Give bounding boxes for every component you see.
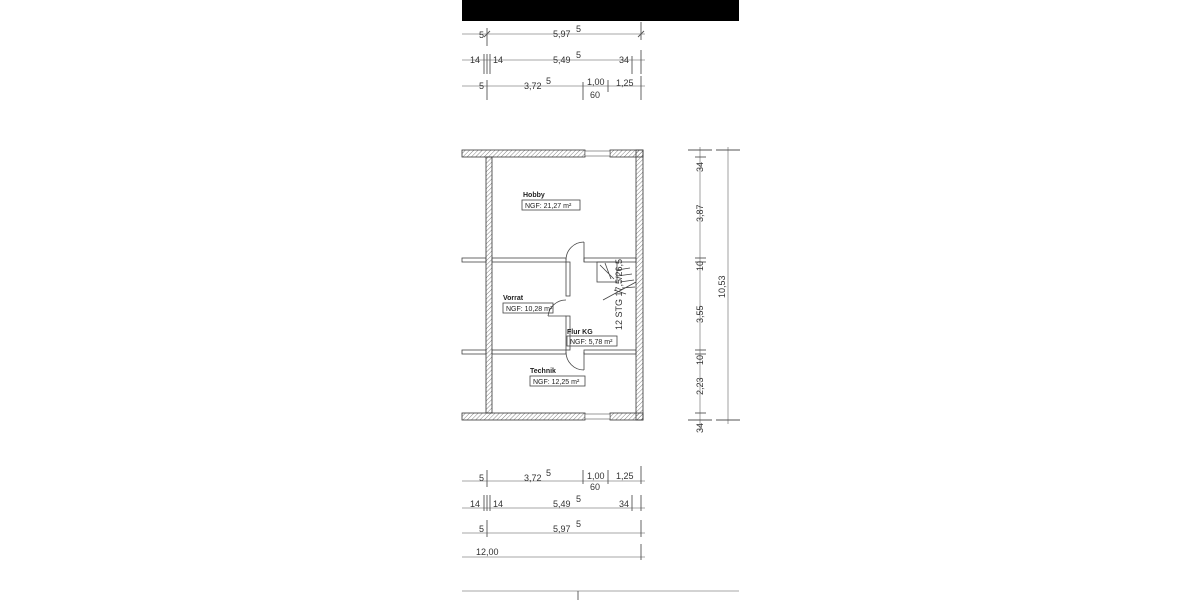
svg-text:NGF: 10,28 m²: NGF: 10,28 m² xyxy=(506,306,553,313)
svg-text:NGF: 12,25 m²: NGF: 12,25 m² xyxy=(533,379,580,386)
svg-text:12,00: 12,00 xyxy=(476,547,499,557)
svg-text:34: 34 xyxy=(619,55,629,65)
svg-text:5: 5 xyxy=(576,494,581,504)
room-vorrat: Vorrat NGF: 10,28 m² xyxy=(502,295,554,314)
section-line xyxy=(462,590,739,600)
svg-text:10: 10 xyxy=(695,261,705,271)
svg-text:5: 5 xyxy=(479,524,484,534)
svg-text:14: 14 xyxy=(470,499,480,509)
svg-text:5: 5 xyxy=(546,76,551,86)
svg-text:2,23: 2,23 xyxy=(695,377,705,395)
svg-text:34: 34 xyxy=(695,423,705,433)
room-hobby: Hobby NGF: 21,27 m² xyxy=(521,192,581,211)
bottom-dimension-row-2: 14 14 5,49 5 34 xyxy=(462,494,645,511)
svg-text:5,97: 5,97 xyxy=(553,29,571,39)
header-bar xyxy=(462,0,739,21)
svg-text:14: 14 xyxy=(470,55,480,65)
svg-text:Vorrat: Vorrat xyxy=(503,295,524,302)
svg-text:5: 5 xyxy=(576,24,581,34)
stair: 12 STG 17,5/26,5 xyxy=(596,259,637,330)
svg-text:10,53: 10,53 xyxy=(717,275,727,298)
bottom-dimension-total: 12,00 xyxy=(462,544,645,560)
svg-text:3,72: 3,72 xyxy=(524,473,542,483)
walls xyxy=(461,149,644,421)
svg-text:3,55: 3,55 xyxy=(695,305,705,323)
window-bottom xyxy=(584,413,611,420)
svg-text:1,25: 1,25 xyxy=(616,78,634,88)
svg-text:3,72: 3,72 xyxy=(524,81,542,91)
svg-text:1,00: 1,00 xyxy=(587,471,605,481)
svg-text:Flur KG: Flur KG xyxy=(567,329,593,336)
room-technik: Technik NGF: 12,25 m² xyxy=(529,368,586,387)
svg-text:60: 60 xyxy=(590,90,600,100)
svg-text:5,49: 5,49 xyxy=(553,55,571,65)
svg-text:NGF: 5,78 m²: NGF: 5,78 m² xyxy=(570,339,613,346)
svg-text:Technik: Technik xyxy=(530,368,556,375)
svg-text:14: 14 xyxy=(493,499,503,509)
window-top xyxy=(584,150,611,157)
svg-text:5: 5 xyxy=(479,30,484,40)
top-dimension-row-1: 5 5,97 5 xyxy=(462,22,645,46)
svg-text:14: 14 xyxy=(493,55,503,65)
right-dimension-total: 10,53 xyxy=(716,147,740,424)
svg-text:NGF: 21,27 m²: NGF: 21,27 m² xyxy=(525,203,572,210)
right-dimension-segments: 34 3,87 10 3,55 10 2,23 34 xyxy=(688,147,712,433)
svg-text:5: 5 xyxy=(576,519,581,529)
svg-text:1,25: 1,25 xyxy=(616,471,634,481)
svg-text:5: 5 xyxy=(479,81,484,91)
svg-text:5,49: 5,49 xyxy=(553,499,571,509)
svg-text:5: 5 xyxy=(546,468,551,478)
svg-text:1,00: 1,00 xyxy=(587,77,605,87)
doors xyxy=(547,241,585,371)
svg-text:12 STG 17,5/26,5: 12 STG 17,5/26,5 xyxy=(614,259,624,330)
room-flur-kg: Flur KG NGF: 5,78 m² xyxy=(566,329,618,347)
svg-text:5,97: 5,97 xyxy=(553,524,571,534)
svg-text:5: 5 xyxy=(576,50,581,60)
svg-text:10: 10 xyxy=(695,355,705,365)
bottom-dimension-row-3: 5 5,97 5 xyxy=(462,519,645,537)
svg-text:5: 5 xyxy=(479,473,484,483)
svg-text:3,87: 3,87 xyxy=(695,204,705,222)
top-dimension-row-2: 14 14 5,49 5 34 xyxy=(462,50,645,74)
svg-text:60: 60 xyxy=(590,482,600,492)
svg-text:Hobby: Hobby xyxy=(523,192,545,199)
top-dimension-row-3: 5 3,72 5 1,00 60 1,25 xyxy=(462,76,645,100)
svg-text:34: 34 xyxy=(619,499,629,509)
svg-text:34: 34 xyxy=(695,162,705,172)
bottom-dimension-row-1: 5 3,72 5 1,00 60 1,25 xyxy=(462,466,645,492)
